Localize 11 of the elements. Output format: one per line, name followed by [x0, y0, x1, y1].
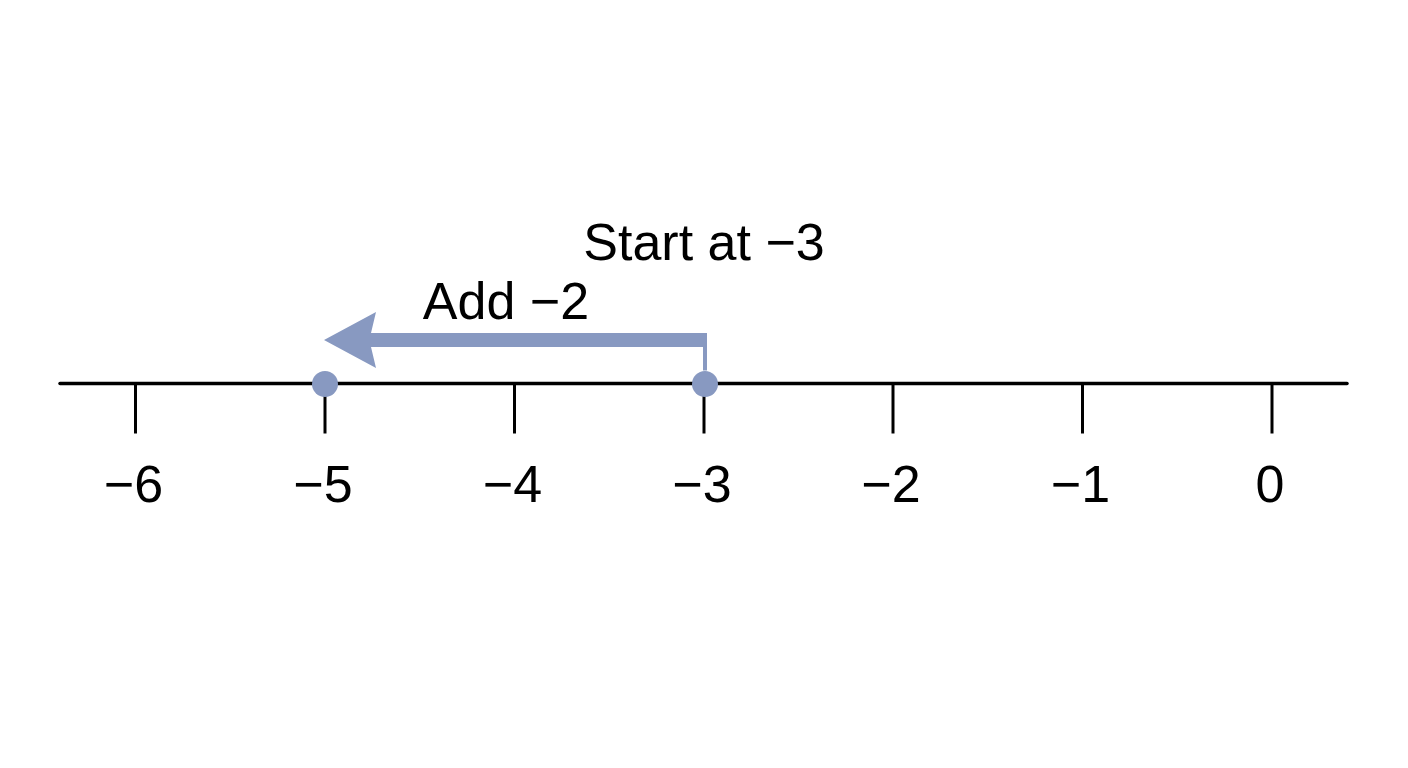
tick-label: −3	[672, 454, 732, 514]
point-dot	[312, 370, 338, 397]
tick-label: −5	[293, 454, 353, 514]
tick-label: −2	[861, 454, 921, 514]
tick-label: −6	[103, 454, 164, 514]
tick-label: −4	[482, 454, 543, 514]
arrow	[324, 312, 707, 371]
point-dot	[692, 370, 718, 397]
tick-label: −1	[1050, 454, 1111, 514]
point-caption: Start at −3	[583, 212, 825, 272]
tick-label: 0	[1255, 454, 1285, 514]
